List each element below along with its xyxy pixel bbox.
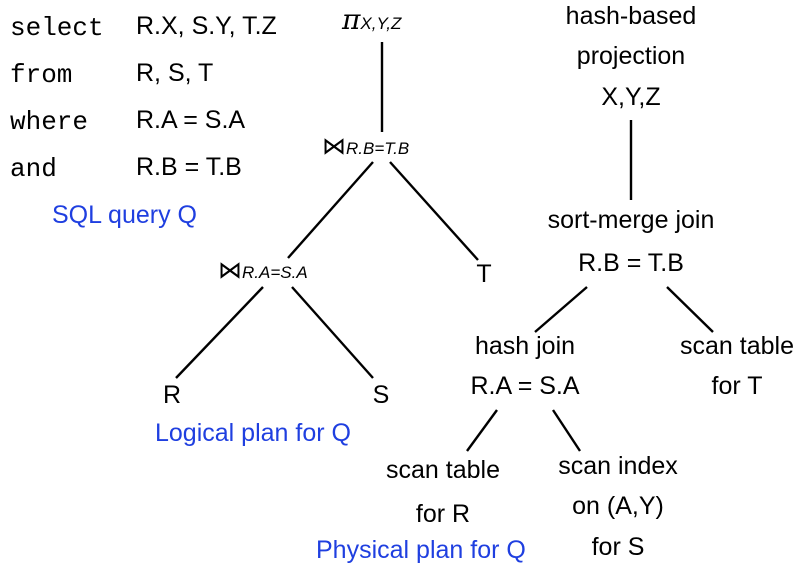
logical-leaf-r: R [162,381,182,409]
top-join-condition: R.B=T.B [346,139,410,158]
sql-keyword-select: select [10,13,104,43]
bottom-join-condition: R.A=S.A [242,263,308,282]
logical-top-join-node: ⋈R.B=T.B [322,134,409,159]
edge-sortmerge-to-scan-t [666,286,714,333]
sql-from-list: R, S, T [136,59,214,87]
logical-bottom-join-node: ⋈R.A=S.A [218,258,308,283]
edge-hashjoin-to-scan-r [466,409,498,452]
join-symbol: ⋈ [218,256,242,284]
physical-scan-r-line2: for R [415,500,471,528]
physical-scan-t-line1: scan table [680,332,794,360]
physical-hashjoin-line1: hash join [474,332,576,360]
physical-scan-index-line1: scan index [558,452,678,480]
projection-attributes: X,Y,Z [360,14,402,33]
join-symbol: ⋈ [322,132,346,160]
logical-caption: Logical plan for Q [155,419,351,447]
sql-caption: SQL query Q [52,201,197,229]
pi-symbol: π [342,3,361,36]
physical-projection-line1: hash-based [565,2,697,30]
physical-sortmerge-line2: R.B = T.B [578,249,684,277]
physical-projection-line2: projection [576,42,686,70]
sql-keyword-and: and [10,154,57,184]
edge-bottom-join-to-s [291,286,374,379]
physical-scan-t-line2: for T [711,372,763,400]
sql-select-list: R.X, S.Y, T.Z [136,12,277,40]
physical-sortmerge-line1: sort-merge join [547,206,715,234]
sql-keyword-from: from [10,60,73,90]
edge-hashjoin-to-scan-index [551,409,582,452]
physical-projection-line3: X,Y,Z [601,83,661,111]
physical-scan-r-line1: scan table [386,456,500,484]
physical-caption: Physical plan for Q [316,536,526,564]
edge-sortmerge-to-hashjoin [534,286,588,333]
logical-leaf-s: S [372,381,390,409]
sql-and-condition: R.B = T.B [136,153,242,181]
physical-scan-index-line2: on (A,Y) [572,492,664,520]
physical-hashjoin-line2: R.A = S.A [470,372,580,400]
logical-projection-node: πX,Y,Z [342,6,401,34]
sql-keyword-where: where [10,107,89,137]
sql-where-condition: R.A = S.A [136,106,246,134]
edge-top-join-to-t [389,161,479,261]
logical-leaf-t: T [476,260,492,288]
edge-bottom-join-to-r [175,286,264,379]
edge-top-join-to-bottom-join [287,161,374,259]
physical-scan-index-line3: for S [591,533,645,561]
